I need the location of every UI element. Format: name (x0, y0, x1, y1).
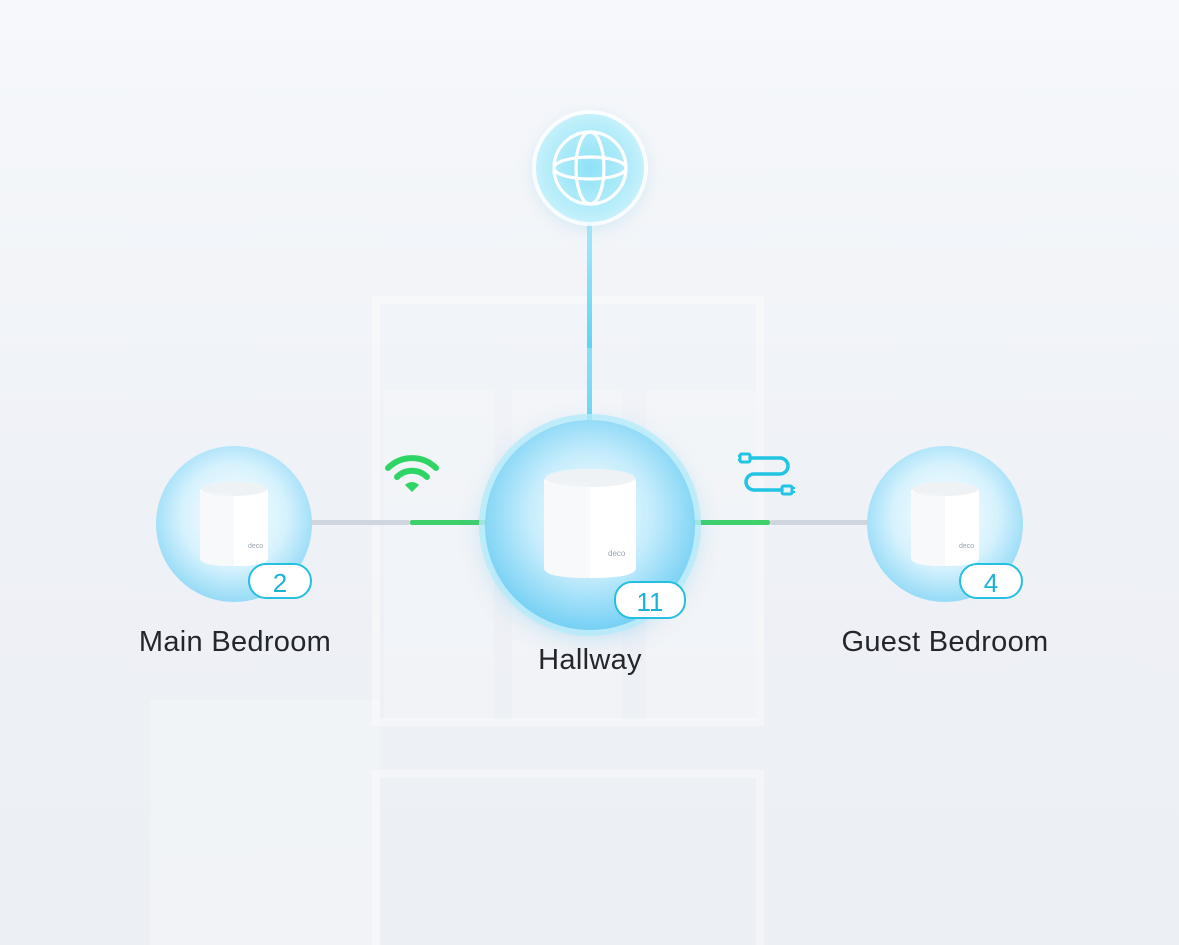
mesh-router-icon: deco (911, 482, 979, 566)
background-window-lower (372, 770, 764, 945)
background-panel (150, 700, 380, 945)
globe-icon (552, 130, 628, 206)
client-count-badge: 2 (248, 563, 312, 599)
ethernet-cable-icon (738, 452, 795, 496)
wifi-icon (385, 455, 439, 492)
node-label-main-bedroom: Main Bedroom (138, 626, 332, 658)
client-count-badge: 4 (959, 563, 1023, 599)
svg-text:deco: deco (959, 543, 974, 550)
internet-uplink-line-upper (587, 222, 592, 348)
link-guest-bedroom-segment (770, 520, 870, 525)
node-label-hallway: Hallway (538, 644, 642, 676)
svg-text:deco: deco (608, 549, 626, 558)
link-main-bedroom-active-segment (410, 520, 496, 525)
link-guest-bedroom-active-segment (684, 520, 770, 525)
svg-text:deco: deco (248, 543, 263, 550)
link-main-bedroom-segment (310, 520, 410, 525)
node-label-guest-bedroom: Guest Bedroom (841, 626, 1049, 658)
mesh-router-icon: deco (544, 469, 636, 578)
client-count-badge: 11 (614, 581, 686, 619)
mesh-router-icon: deco (200, 482, 268, 566)
internet-node[interactable] (536, 114, 644, 222)
